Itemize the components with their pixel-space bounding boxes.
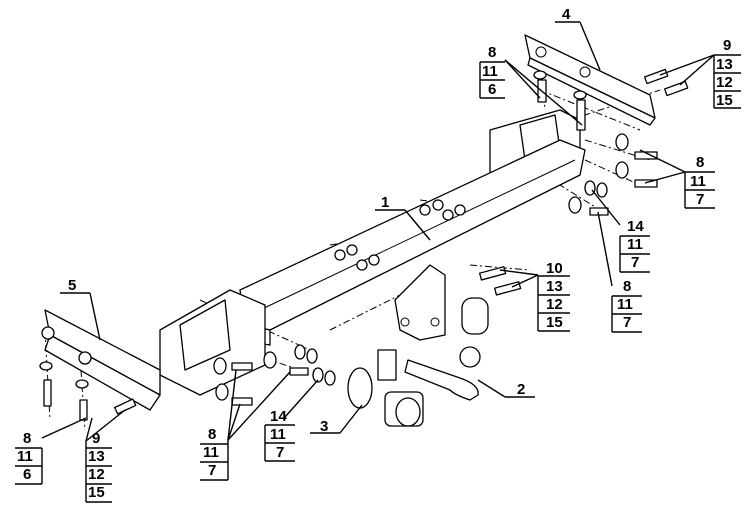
callout-5: 5 xyxy=(68,277,76,294)
beam-nuts xyxy=(334,199,466,271)
svg-text:13: 13 xyxy=(88,448,105,465)
callout-group-14-bottom: 14 11 7 xyxy=(264,408,295,462)
svg-text:14: 14 xyxy=(270,408,287,425)
svg-text:8: 8 xyxy=(696,154,704,171)
svg-text:7: 7 xyxy=(208,462,216,479)
svg-text:11: 11 xyxy=(270,426,286,443)
part-2-tow-ball xyxy=(377,297,489,401)
callout-2: 2 xyxy=(517,381,525,398)
svg-text:11: 11 xyxy=(203,444,219,461)
part-1-crossbar xyxy=(159,109,586,396)
svg-text:9: 9 xyxy=(723,37,731,54)
svg-text:8: 8 xyxy=(23,430,31,447)
callout-group-14-right: 14 11 7 xyxy=(619,218,650,273)
svg-text:12: 12 xyxy=(546,296,563,313)
svg-text:11: 11 xyxy=(617,296,633,313)
svg-text:7: 7 xyxy=(696,191,704,208)
callout-1: 1 xyxy=(381,194,389,211)
svg-text:7: 7 xyxy=(631,254,639,271)
callout-labels: 1 2 3 4 5 9 13 12 15 8 11 6 8 xyxy=(15,6,741,503)
svg-text:10: 10 xyxy=(546,260,563,277)
washers xyxy=(39,70,629,401)
svg-text:15: 15 xyxy=(546,314,563,331)
svg-text:11: 11 xyxy=(17,448,33,465)
svg-text:11: 11 xyxy=(482,63,498,80)
svg-text:15: 15 xyxy=(716,92,733,109)
svg-text:6: 6 xyxy=(23,466,31,483)
svg-text:13: 13 xyxy=(716,56,733,73)
callout-group-8-top: 8 11 6 xyxy=(479,44,505,99)
callout-group-8-bottom: 8 11 7 xyxy=(200,426,229,481)
part-4-bracket xyxy=(524,34,656,126)
svg-text:11: 11 xyxy=(690,173,706,190)
part-5-bracket xyxy=(41,309,161,411)
leader-lines xyxy=(41,21,715,442)
callout-4: 4 xyxy=(562,6,571,23)
callout-3: 3 xyxy=(320,418,328,435)
callout-group-8-left: 8 11 6 xyxy=(15,430,43,485)
svg-text:7: 7 xyxy=(276,444,284,461)
callout-group-10: 10 13 12 15 xyxy=(537,260,570,332)
svg-text:11: 11 xyxy=(627,236,643,253)
part-3-socket xyxy=(347,367,424,427)
svg-text:7: 7 xyxy=(623,314,631,331)
svg-text:8: 8 xyxy=(488,44,496,61)
callout-group-8-right: 8 11 7 xyxy=(684,154,715,209)
svg-text:12: 12 xyxy=(716,74,733,91)
svg-text:8: 8 xyxy=(623,278,631,295)
svg-text:12: 12 xyxy=(88,466,105,483)
svg-text:14: 14 xyxy=(627,218,644,235)
callout-group-9-top: 9 13 12 15 xyxy=(713,37,741,109)
callout-group-8-right2: 8 11 7 xyxy=(611,278,642,333)
svg-text:9: 9 xyxy=(92,430,100,447)
svg-text:6: 6 xyxy=(488,81,496,98)
svg-text:13: 13 xyxy=(546,278,563,295)
svg-text:15: 15 xyxy=(88,484,105,501)
svg-text:8: 8 xyxy=(208,426,216,443)
callout-group-9-left: 9 13 12 15 xyxy=(85,430,112,503)
